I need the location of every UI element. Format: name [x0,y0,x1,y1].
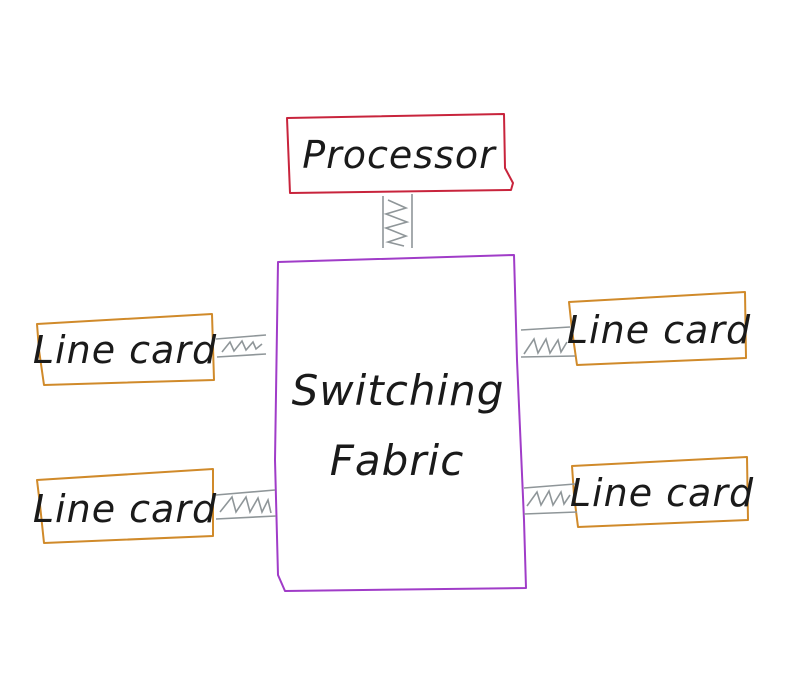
switching-fabric-box [274,254,527,592]
connector-left-bottom-fabric [215,489,277,520]
line-card-right-bottom: Line card [570,456,754,528]
line-card-right-bottom-box [571,456,749,528]
line-card-right-top-label: Line card [567,308,751,352]
processor-box [286,113,514,194]
line-card-left-bottom-label: Line card [33,487,217,531]
switching-fabric-line1: Switching [292,366,505,415]
connector-processor-fabric [382,194,413,248]
switching-fabric-line2: Fabric [330,436,465,485]
connector-fabric-right-bottom [523,483,578,515]
line-card-left-top-box [36,313,215,386]
switching-fabric-node: Switching Fabric [274,254,527,592]
line-card-left-top: Line card [33,313,217,386]
processor-label: Processor [302,133,497,177]
processor-node: Processor [286,113,514,194]
line-card-left-bottom-box [36,468,214,544]
connector-left-top-fabric [215,334,267,358]
line-card-right-top-box [568,291,747,366]
line-card-right-bottom-label: Line card [570,471,754,515]
line-card-left-bottom: Line card [33,468,217,544]
connector-fabric-right-top [520,326,576,358]
line-card-right-top: Line card [567,291,751,366]
line-card-left-top-label: Line card [33,328,217,372]
